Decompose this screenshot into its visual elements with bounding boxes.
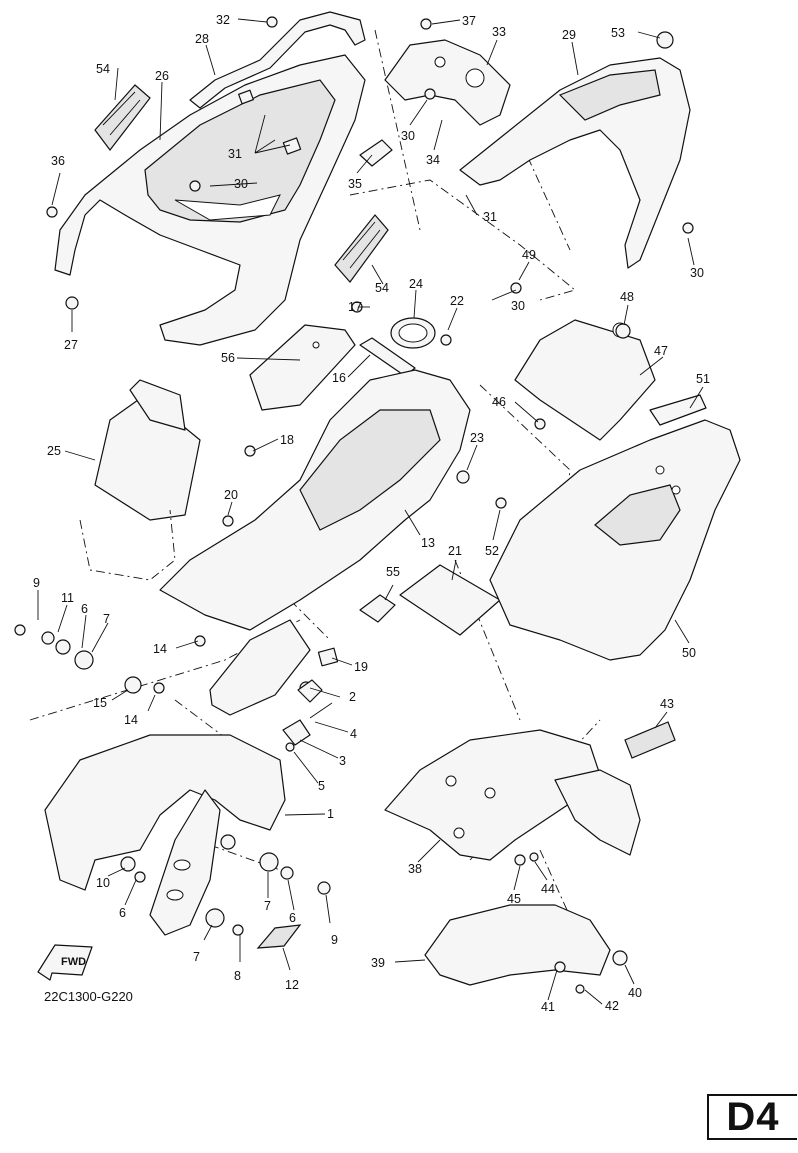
callout-24: 24 — [409, 277, 423, 291]
reflector-43 — [624, 721, 676, 759]
callout-51: 51 — [696, 372, 710, 386]
callout-30-d: 30 — [511, 299, 525, 313]
callout-30-a: 30 — [234, 177, 248, 191]
callout-14-b: 14 — [124, 713, 138, 727]
callout-30-b: 30 — [401, 129, 415, 143]
callout-52: 52 — [485, 544, 499, 558]
seat-cover-56 — [249, 324, 356, 411]
clip-2-3-4 — [282, 679, 333, 746]
rear-fender-38 — [384, 729, 641, 861]
callout-2: 2 — [349, 690, 356, 704]
fwd-label: FWD — [61, 956, 86, 968]
callout-14-a: 14 — [153, 642, 167, 656]
callout-34: 34 — [426, 153, 440, 167]
callout-49: 49 — [522, 248, 536, 262]
callout-23: 23 — [470, 431, 484, 445]
callout-47: 47 — [654, 344, 668, 358]
callout-6-a: 6 — [81, 602, 88, 616]
callout-12: 12 — [285, 978, 299, 992]
callout-46: 46 — [492, 395, 506, 409]
panel-21 — [399, 564, 501, 636]
callout-37: 37 — [462, 14, 476, 28]
callout-35: 35 — [348, 177, 362, 191]
decal-54-upper — [94, 84, 151, 151]
drawing-code: 22C1300-G220 — [44, 989, 133, 1004]
callout-28: 28 — [195, 32, 209, 46]
grab-bar-28 — [189, 11, 366, 109]
strip-16 — [359, 337, 416, 377]
callout-5: 5 — [318, 779, 325, 793]
callout-40: 40 — [628, 986, 642, 1000]
callout-56: 56 — [221, 351, 235, 365]
fwd-arrow-icon: FWD — [37, 944, 93, 981]
callout-42: 42 — [605, 999, 619, 1013]
callout-48: 48 — [620, 290, 634, 304]
callout-16: 16 — [332, 371, 346, 385]
callout-6-c: 6 — [289, 911, 296, 925]
callout-11: 11 — [61, 591, 74, 605]
callout-26: 26 — [155, 69, 169, 83]
callout-13: 13 — [421, 536, 435, 550]
leader-lines — [37, 18, 704, 1005]
callout-25: 25 — [47, 444, 61, 458]
callout-18: 18 — [280, 433, 294, 447]
callout-31-a: 31 — [228, 147, 242, 161]
callout-45: 45 — [507, 892, 521, 906]
callout-21: 21 — [448, 544, 462, 558]
callout-7-a: 7 — [103, 612, 110, 626]
callout-39: 39 — [371, 956, 385, 970]
callout-27: 27 — [64, 338, 78, 352]
callout-3: 3 — [339, 754, 346, 768]
callout-7-c: 7 — [193, 950, 200, 964]
callout-55: 55 — [386, 565, 400, 579]
callout-7-b: 7 — [264, 899, 271, 913]
callout-36: 36 — [51, 154, 65, 168]
license-bracket-39 — [424, 904, 611, 986]
pad-55 — [359, 594, 396, 623]
callout-32: 32 — [216, 13, 230, 27]
callout-54-b: 54 — [375, 281, 389, 295]
callout-9-a: 9 — [33, 576, 40, 590]
callout-41: 41 — [541, 1000, 555, 1014]
callout-22: 22 — [450, 294, 464, 308]
rear-frame-13 — [159, 369, 471, 716]
plate-51 — [649, 394, 707, 426]
ring-24 — [390, 317, 436, 349]
page-code: D4 — [726, 1094, 780, 1139]
front-fender-1 — [44, 734, 286, 936]
callout-15: 15 — [93, 696, 107, 710]
page-code-box: D4 — [707, 1094, 797, 1140]
emblem-12 — [256, 924, 302, 949]
side-cowl-29 — [459, 31, 691, 269]
callout-10: 10 — [96, 876, 110, 890]
callout-labels: 1 2 3 4 5 6 6 6 7 7 7 8 9 9 10 11 12 13 … — [33, 13, 710, 1014]
inner-fender-50 — [489, 419, 741, 661]
callout-20: 20 — [224, 488, 238, 502]
callout-33: 33 — [492, 25, 506, 39]
callout-17: 17 — [348, 300, 362, 314]
callout-9-b: 9 — [331, 933, 338, 947]
callout-29: 29 — [562, 28, 576, 42]
fasteners — [14, 16, 694, 994]
decal-54-lower — [334, 214, 389, 283]
callout-54-a: 54 — [96, 62, 110, 76]
bracket-33 — [384, 39, 511, 126]
callout-44: 44 — [541, 882, 555, 896]
callout-43: 43 — [660, 697, 674, 711]
callout-53: 53 — [611, 26, 625, 40]
callout-1: 1 — [327, 807, 334, 821]
plate-35 — [359, 139, 393, 167]
callout-38: 38 — [408, 862, 422, 876]
callout-8: 8 — [234, 969, 241, 983]
callout-30-c: 30 — [690, 266, 704, 280]
callout-19: 19 — [354, 660, 368, 674]
callout-31-b: 31 — [483, 210, 497, 224]
callout-50: 50 — [682, 646, 696, 660]
callout-6-b: 6 — [119, 906, 126, 920]
storage-box-25 — [79, 379, 201, 581]
callout-4: 4 — [350, 727, 357, 741]
